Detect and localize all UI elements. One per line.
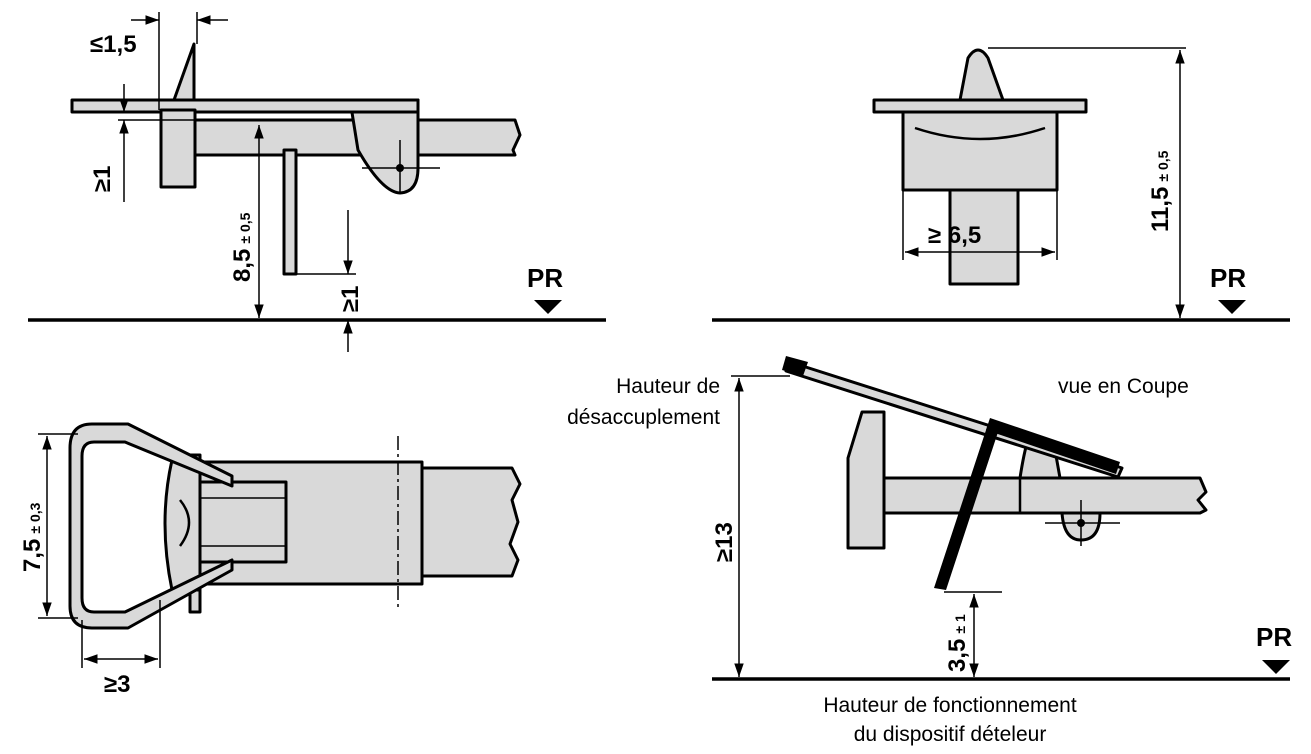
- plate: [872, 98, 1088, 114]
- handle-loop: [68, 422, 234, 630]
- body: [901, 110, 1059, 192]
- section-view: ≥13 3,5± 1 Hauteur de désaccuplement vue…: [567, 356, 1292, 746]
- dim-left-label: ≥1: [89, 165, 116, 192]
- pr-label: PR: [1256, 622, 1292, 652]
- fin: [172, 42, 196, 102]
- head-block: [159, 108, 197, 189]
- dim-height-label: 11,5± 0,5: [1147, 150, 1174, 232]
- dim-width-label: ≥3: [104, 671, 131, 698]
- pr-marker-icon: [534, 300, 562, 314]
- release-lever: [934, 424, 1000, 590]
- dim-height-label: 8,5± 0,5: [229, 212, 256, 282]
- vertical-pin: [282, 148, 298, 276]
- shaft: [420, 466, 522, 578]
- knob: [958, 48, 1005, 102]
- head-block: [846, 410, 886, 550]
- dim-height-label: ≥13: [711, 522, 738, 562]
- caption-line-2: du dispositif dételeur: [854, 723, 1047, 746]
- dim-bottom-label: ≥1: [337, 285, 364, 312]
- front-view: ≥ 6,5 11,5± 0,5 PR: [712, 47, 1290, 322]
- dim-small-label: 3,5± 1: [944, 614, 971, 672]
- pr-label: PR: [1210, 263, 1246, 293]
- top-view: 7,5± 0,3 ≥3: [19, 422, 522, 698]
- inner-slot: [198, 480, 288, 564]
- hook-body: [348, 98, 420, 195]
- lip: [163, 458, 202, 592]
- side-view: ≤1,5 ≥1 8,5± 0,5 ≥1 PR: [28, 12, 606, 352]
- coupling-shaft: [878, 476, 1208, 515]
- pr-marker-icon: [1218, 300, 1246, 314]
- caption-line-1: Hauteur de fonctionnement: [823, 694, 1076, 717]
- uncoupling-height-label-2: désaccuplement: [567, 406, 720, 429]
- section-view-label: vue en Coupe: [1058, 375, 1189, 398]
- dim-width-label: ≥ 6,5: [928, 222, 981, 249]
- stem: [948, 188, 1020, 286]
- dim-height-label: 7,5± 0,3: [19, 502, 46, 572]
- pr-label: PR: [527, 263, 563, 293]
- pr-marker-icon: [1262, 660, 1290, 674]
- uncoupling-height-label-1: Hauteur de: [616, 375, 720, 398]
- dim-top-label: ≤1,5: [90, 31, 137, 58]
